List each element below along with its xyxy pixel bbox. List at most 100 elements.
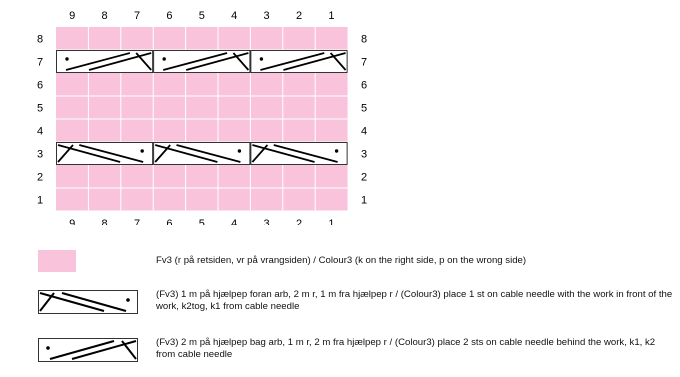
legend-text: (Fv3) 2 m på hjælpep bag arb, 1 m r, 2 m… [156,337,656,360]
row-label-left: 8 [37,34,43,46]
chart-cell [120,73,154,96]
chart-cell [88,96,121,119]
chart-cell [185,27,218,50]
chart-cell [218,119,251,142]
chart-cell [282,165,316,188]
chart-cell [120,165,154,188]
chart-cell [88,119,121,142]
chart-cell [185,188,218,211]
chart-cell [315,188,348,211]
row-label-right: 5 [361,103,367,115]
chart-cell [218,165,251,188]
legend-text: (Fv3) 1 m på hjælpep foran arb, 2 m r, 1… [156,289,673,312]
row-label-right: 4 [361,126,367,138]
left-cross-cable-icon [38,338,138,362]
chart-cell [185,165,218,188]
chart-cell [56,73,89,96]
column-label-top: 7 [134,10,140,22]
left-cross-cable-icon [153,50,251,73]
row-label-left: 4 [37,126,43,138]
chart-cell [185,119,218,142]
chart-cell [153,96,186,119]
legend-item-color: Fv3 (r på retsiden, vr på vrangsiden) / … [36,249,676,275]
chart-cell [56,188,89,211]
chart-cell [88,165,121,188]
chart-cell [120,188,154,211]
chart-cells [56,27,348,211]
column-label-top: 6 [166,10,172,22]
chart-cell [153,27,186,50]
chart-cell [315,27,348,50]
right-cross-cable-icon [250,142,348,165]
row-label-left: 6 [37,80,43,92]
chart-cell [218,73,251,96]
chart-cell [218,96,251,119]
row-label-left: 1 [37,195,43,207]
column-label-bottom: 9 [69,218,75,225]
chart-grid [56,27,348,212]
left-cross-cable-icon [250,50,348,73]
column-label-top: 2 [296,10,302,22]
chart-cell [282,27,316,50]
chart-cell [120,119,154,142]
chart-cell [88,73,121,96]
chart-cell [315,165,348,188]
chart-cell [250,119,283,142]
cable-row-bg [56,142,348,165]
chart-cell [56,27,89,50]
cable-symbols [56,50,348,165]
chart-cell [153,188,186,211]
column-label-bottom: 3 [264,218,270,225]
chart-cell [250,165,283,188]
chart-cell [56,119,89,142]
column-label-top: 4 [231,10,237,22]
chart-cell [315,119,348,142]
chart-cell [88,188,121,211]
right-cross-cable-icon [38,290,138,314]
right-cross-cable-icon [153,142,251,165]
column-label-top: 9 [69,10,75,22]
chart-cell [250,73,283,96]
column-label-top: 5 [199,10,205,22]
chart-cell [315,73,348,96]
chart-cell [282,188,316,211]
chart-cell [315,96,348,119]
row-label-left: 5 [37,103,43,115]
chart-cell [153,73,186,96]
legend-text: Fv3 (r på retsiden, vr på vrangsiden) / … [156,255,527,266]
column-label-bottom: 5 [199,218,205,225]
row-label-right: 3 [361,149,367,161]
chart-cell [153,165,186,188]
row-label-right: 8 [361,34,367,46]
column-label-top: 3 [264,10,270,22]
row-label-right: 7 [361,57,367,69]
chart-cell [218,27,251,50]
chart-cell [56,165,89,188]
column-label-top: 1 [328,10,334,22]
row-label-right: 2 [361,172,367,184]
cable-row-bg [56,50,348,73]
column-label-top: 8 [102,10,108,22]
legend-item-right-cross: (Fv3) 1 m på hjælpep foran arb, 2 m r, 1… [36,288,676,318]
column-label-bottom: 6 [166,218,172,225]
chart-cell [250,188,283,211]
chart-cell [185,96,218,119]
column-label-bottom: 7 [134,218,140,225]
pink-square-swatch [38,250,76,272]
column-label-bottom: 8 [102,218,108,225]
row-label-right: 6 [361,80,367,92]
row-label-left: 3 [37,149,43,161]
chart-cell [120,96,154,119]
column-label-bottom: 4 [231,218,237,225]
row-label-right: 1 [361,195,367,207]
chart-cell [218,188,251,211]
chart-cell [250,96,283,119]
chart-cell [153,119,186,142]
left-cross-cable-icon [56,50,154,73]
row-label-left: 7 [37,57,43,69]
legend-item-left-cross: (Fv3) 2 m på hjælpep bag arb, 1 m r, 2 m… [36,336,676,366]
chart-cell [185,73,218,96]
column-label-bottom: 1 [328,218,334,225]
